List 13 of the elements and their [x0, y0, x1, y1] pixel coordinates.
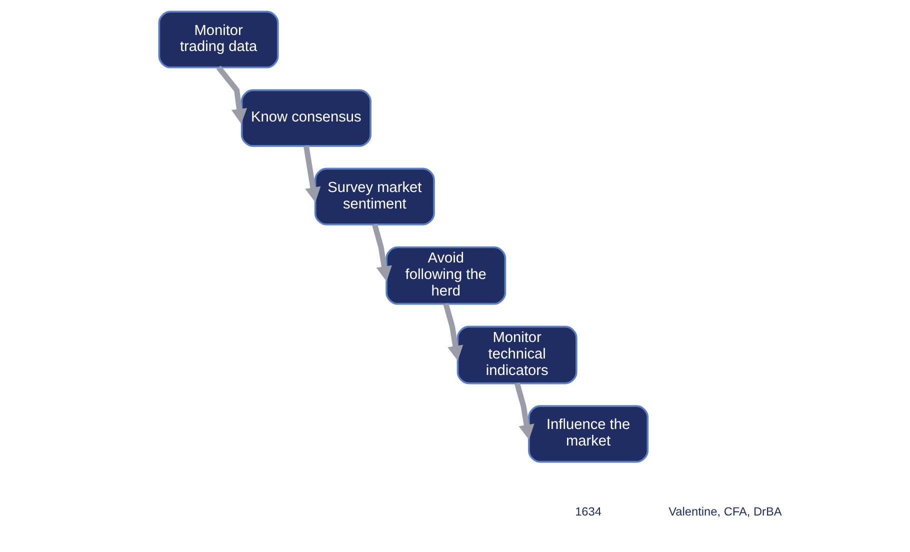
arrow: [372, 224, 392, 282]
label: Valentine, CFA, DrBA: [668, 504, 782, 519]
node-box: Monitor technical indicators: [456, 326, 578, 384]
node-box: Avoid following the herd: [386, 246, 506, 305]
arrow: [443, 303, 464, 361]
arrow: [216, 66, 248, 124]
arrow: [514, 382, 534, 440]
node-box: Monitor trading data: [158, 10, 279, 68]
label: 1634: [575, 504, 602, 519]
node-box: Influence the market: [528, 405, 649, 463]
node-box: Know consensus: [240, 89, 372, 147]
node-box: Survey market sentiment: [314, 168, 435, 226]
arrow: [303, 145, 321, 202]
